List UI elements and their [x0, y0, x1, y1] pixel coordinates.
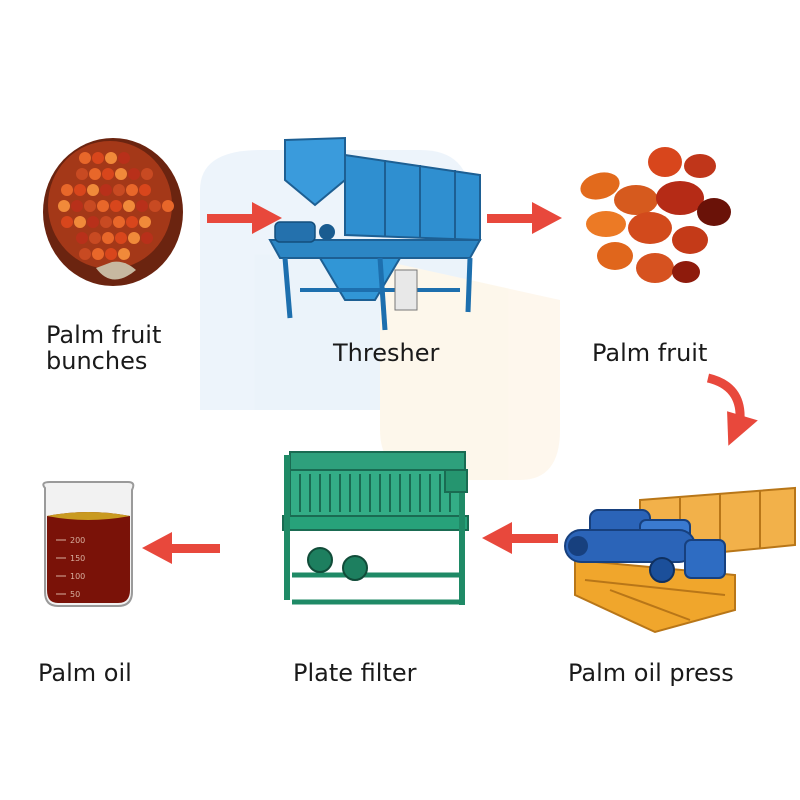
bunch-fruitlet — [126, 184, 138, 196]
label-thresher: Thresher — [333, 339, 440, 367]
bunch-fruitlet — [79, 152, 91, 164]
bunch-fruitlet — [141, 168, 153, 180]
plate-filter-image — [282, 451, 469, 605]
palm-oil-press-image — [564, 486, 796, 634]
palm-oil-beaker-image: 200 150 100 50 — [42, 481, 135, 607]
label-palm-oil-press: Palm oil press — [568, 659, 734, 687]
bunch-fruitlet — [110, 200, 122, 212]
bunch-fruitlet — [149, 200, 161, 212]
bunch-fruitlet — [74, 216, 86, 228]
bunch-fruitlet — [115, 168, 127, 180]
thresher-image — [268, 136, 482, 331]
bunch-fruitlet — [118, 152, 130, 164]
palm-fruit-bunches-image — [43, 138, 183, 286]
bunch-fruitlet — [61, 184, 73, 196]
beaker-tick-150: 150 — [70, 554, 85, 563]
label-line-1: Palm fruit — [46, 321, 162, 349]
bunch-fruitlet — [76, 168, 88, 180]
bunch-fruitlet — [92, 248, 104, 260]
bunch-fruitlet — [102, 232, 114, 244]
bunch-fruitlet — [139, 184, 151, 196]
bunch-fruitlet — [84, 200, 96, 212]
palm-fruit-image — [580, 147, 731, 283]
label-palm-oil: Palm oil — [38, 659, 132, 687]
bunch-fruitlet — [162, 200, 174, 212]
bunch-fruitlet — [58, 200, 70, 212]
label-palm-fruit-bunches: Palm fruit bunches — [46, 322, 161, 374]
bunch-fruitlet — [126, 216, 138, 228]
bunch-fruitlet — [115, 232, 127, 244]
bunch-fruitlet — [105, 152, 117, 164]
bunch-fruitlet — [128, 232, 140, 244]
bunch-fruitlet — [74, 184, 86, 196]
bunch-fruitlet — [128, 168, 140, 180]
beaker-tick-50: 50 — [70, 590, 80, 599]
bunch-fruitlet — [136, 200, 148, 212]
beaker-tick-200: 200 — [70, 536, 85, 545]
arrow-filter-to-oil — [142, 532, 220, 564]
bunch-fruitlet — [102, 168, 114, 180]
beaker-scale: 200 150 100 50 — [56, 536, 85, 599]
label-line-2: bunches — [46, 347, 148, 375]
bunch-fruitlet — [89, 168, 101, 180]
bunch-fruitlet — [113, 216, 125, 228]
bunch-fruitlet — [97, 200, 109, 212]
bunch-fruitlet — [76, 232, 88, 244]
bunch-fruitlet — [89, 232, 101, 244]
bunch-fruitlet — [71, 200, 83, 212]
arrow-bunches-to-thresher — [207, 202, 282, 234]
bunch-fruitlet — [87, 216, 99, 228]
bunch-fruitlet — [123, 200, 135, 212]
label-plate-filter: Plate filter — [293, 659, 417, 687]
bunch-fruitlet — [100, 216, 112, 228]
bunch-fruitlet — [113, 184, 125, 196]
bunch-fruitlet — [61, 216, 73, 228]
arrow-thresher-to-fruit — [487, 202, 562, 234]
bunch-fruitlet — [87, 184, 99, 196]
bunch-fruitlet — [105, 248, 117, 260]
bunch-fruitlet — [79, 248, 91, 260]
beaker-tick-100: 100 — [70, 572, 85, 581]
bunch-fruitlet — [92, 152, 104, 164]
label-palm-fruit: Palm fruit — [592, 339, 708, 367]
bunch-fruitlet — [141, 232, 153, 244]
arrow-fruit-to-press — [706, 373, 758, 446]
bunch-fruitlet — [100, 184, 112, 196]
arrow-press-to-filter — [482, 522, 558, 554]
bunch-fruitlet — [118, 248, 130, 260]
bunch-fruitlet — [139, 216, 151, 228]
